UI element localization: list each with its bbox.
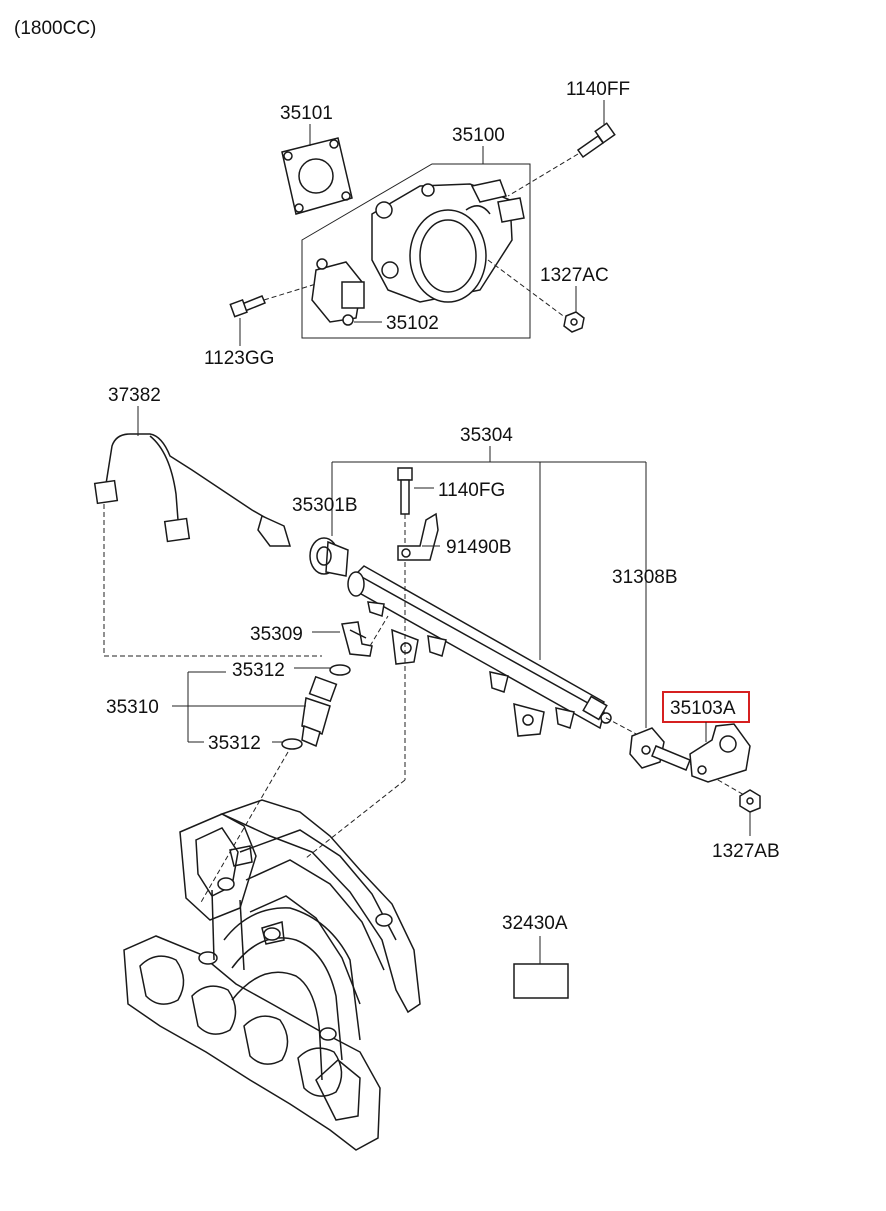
o-ring-upper-part[interactable] xyxy=(329,664,351,676)
wiring-harness-part[interactable] xyxy=(93,433,292,547)
label-35101: 35101 xyxy=(280,103,333,124)
throttle-gasket-part[interactable] xyxy=(281,137,353,215)
nut-1327ab-part[interactable] xyxy=(739,789,761,813)
throttle-body-part[interactable] xyxy=(371,179,525,303)
label-35310: 35310 xyxy=(106,697,159,718)
label-37382: 37382 xyxy=(108,385,161,406)
label-35103a[interactable]: 35103A xyxy=(670,698,736,719)
label-35309: 35309 xyxy=(250,624,303,645)
engine-variant-label: (1800CC) xyxy=(14,18,96,39)
label-1327ab: 1327AB xyxy=(712,841,780,862)
label-32430a: 32430A xyxy=(502,913,568,934)
fuel-pressure-damper-part[interactable] xyxy=(309,537,349,577)
bracket-91490b-part[interactable] xyxy=(397,512,439,561)
injector-clip-part[interactable] xyxy=(341,621,373,657)
label-35312-upper: 35312 xyxy=(232,660,285,681)
bolt-1140fg-part[interactable] xyxy=(397,467,413,515)
label-1140ff: 1140FF xyxy=(566,79,630,100)
label-35301b: 35301B xyxy=(292,495,358,516)
label-91490b: 91490B xyxy=(446,537,512,558)
bolt-1140ff-part[interactable] xyxy=(576,122,616,159)
label-35100: 35100 xyxy=(452,125,505,146)
label-1140fg: 1140FG xyxy=(438,480,505,501)
part-32430a-box[interactable] xyxy=(513,963,569,999)
label-1327ac: 1327AC xyxy=(540,265,609,286)
fuel-pressure-sensor-part[interactable] xyxy=(629,727,691,771)
label-35304: 35304 xyxy=(460,425,513,446)
fuel-rail-part[interactable] xyxy=(347,565,612,737)
sensor-bracket-part[interactable] xyxy=(689,723,751,783)
throttle-position-sensor-part[interactable] xyxy=(311,258,365,326)
bolt-1123gg-part[interactable] xyxy=(229,295,266,318)
o-ring-lower-part[interactable] xyxy=(281,738,303,750)
label-35102: 35102 xyxy=(386,313,439,334)
label-1123gg: 1123GG xyxy=(204,348,274,369)
label-35312-lower: 35312 xyxy=(208,733,261,754)
label-31308b: 31308B xyxy=(612,567,678,588)
nut-1327ac-part[interactable] xyxy=(563,311,585,333)
intake-manifold-part[interactable] xyxy=(123,799,421,1151)
fuel-injector-part[interactable] xyxy=(301,675,338,748)
